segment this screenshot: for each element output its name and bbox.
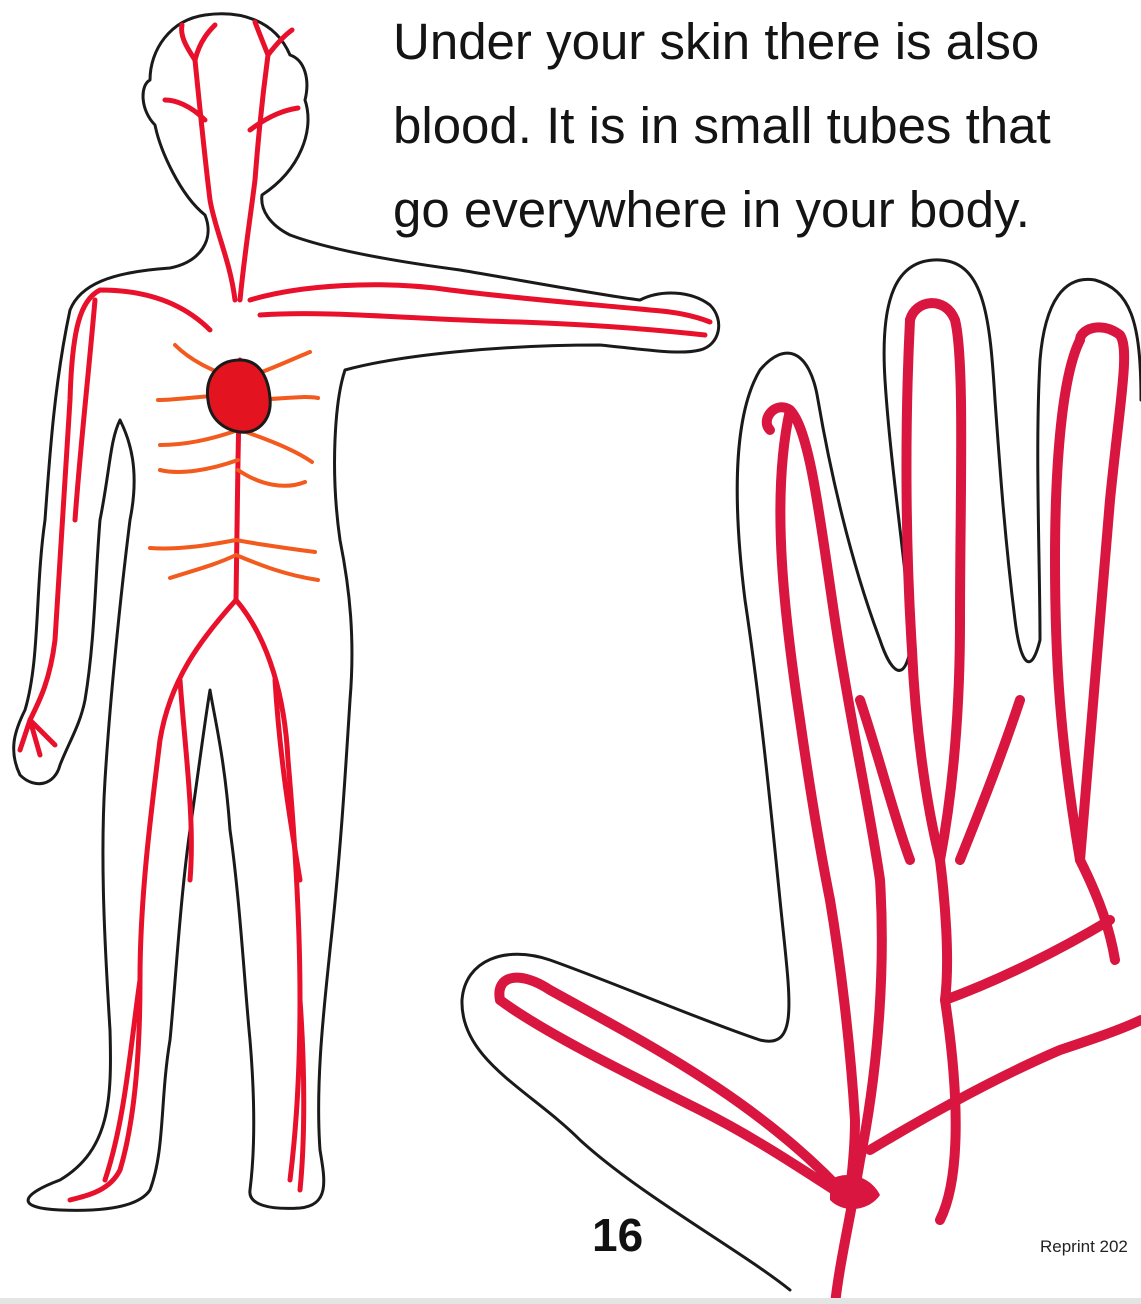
story-line-2: blood. It is in small tubes that [393, 84, 1133, 168]
hand-blood-vessels-illustration [462, 260, 1141, 1304]
story-line-3: go everywhere in your body. [393, 168, 1133, 252]
heart-shape [207, 360, 270, 432]
story-line-1: Under your skin there is also [393, 0, 1133, 84]
palm-hub [830, 1175, 880, 1209]
page-number: 16 [592, 1208, 643, 1262]
hand-outline [462, 260, 1141, 1290]
story-text: Under your skin there is also blood. It … [393, 0, 1133, 252]
reprint-footer: Reprint 202 [1040, 1237, 1128, 1257]
page-bottom-divider [0, 1298, 1141, 1304]
